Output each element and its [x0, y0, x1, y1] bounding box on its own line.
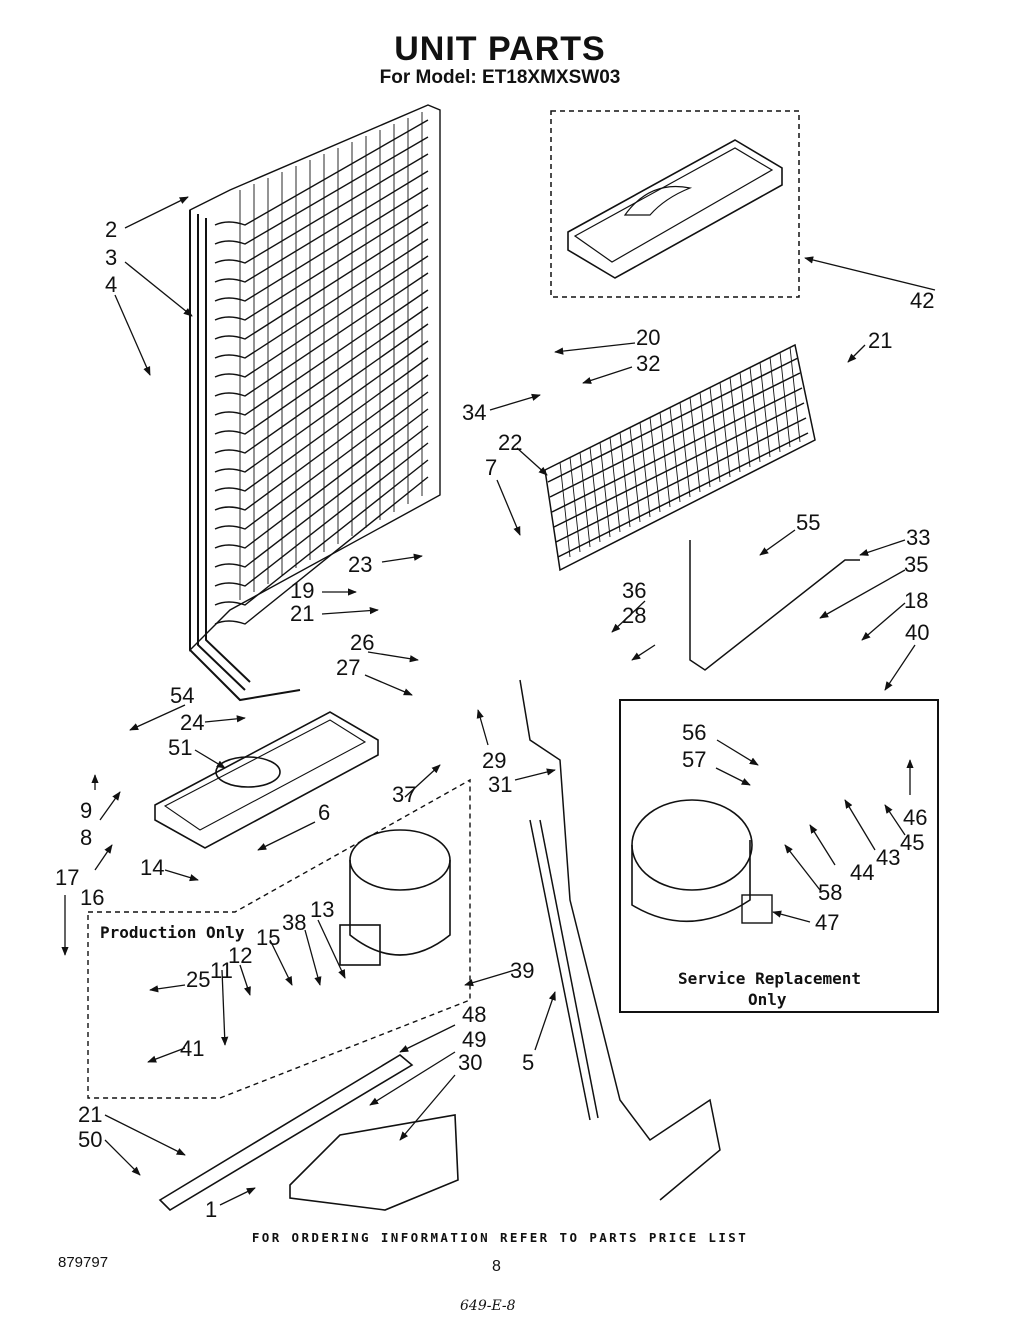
- callout-18: 18: [904, 588, 928, 613]
- callout-20: 20: [636, 325, 660, 350]
- callout-21: 21: [868, 328, 892, 353]
- callout-3: 3: [105, 245, 117, 270]
- callout-16: 16: [80, 885, 104, 910]
- drain-pan: [154, 711, 379, 849]
- handwritten-note: 649-E-8: [460, 1298, 516, 1314]
- callout-23: 23: [348, 552, 372, 577]
- callout-50: 50: [78, 1127, 102, 1152]
- callout-28: 28: [622, 603, 646, 628]
- base-bracket: [158, 1054, 459, 1212]
- callout-13: 13: [310, 897, 334, 922]
- callout-56: 56: [682, 720, 706, 745]
- callout-14: 14: [140, 855, 164, 880]
- callout-47: 47: [815, 910, 839, 935]
- callout-26: 26: [350, 630, 374, 655]
- callout-54: 54: [170, 683, 194, 708]
- callout-2: 2: [105, 217, 117, 242]
- callout-55: 55: [796, 510, 820, 535]
- callout-27: 27: [336, 655, 360, 680]
- callout-35: 35: [904, 552, 928, 577]
- callout-44: 44: [850, 860, 874, 885]
- callout-34: 34: [462, 400, 486, 425]
- service-only-label: Only: [748, 990, 787, 1009]
- callout-1: 1: [205, 1197, 217, 1222]
- callout-58: 58: [818, 880, 842, 905]
- callout-9: 9: [80, 798, 92, 823]
- callout-22: 22: [498, 430, 522, 455]
- callout-19: 19: [290, 578, 314, 603]
- tubing: [519, 540, 860, 1201]
- callout-21: 21: [78, 1102, 102, 1127]
- callout-48: 48: [462, 1002, 486, 1027]
- callout-42: 42: [910, 288, 934, 313]
- tray-box: [550, 110, 800, 298]
- callout-21: 21: [290, 601, 314, 626]
- callout-43: 43: [876, 845, 900, 870]
- callout-12: 12: [228, 943, 252, 968]
- callout-33: 33: [906, 525, 930, 550]
- callout-39: 39: [510, 958, 534, 983]
- production-only-label: Production Only: [100, 923, 245, 942]
- callout-31: 31: [488, 772, 512, 797]
- callout-11: 11: [210, 958, 233, 983]
- callout-numbers: 2344220322134227553335184023192136282627…: [55, 217, 934, 1222]
- callout-30: 30: [458, 1050, 482, 1075]
- callout-29: 29: [482, 748, 506, 773]
- callout-37: 37: [392, 782, 416, 807]
- callout-45: 45: [900, 830, 924, 855]
- compressor-production: [339, 829, 451, 966]
- callout-36: 36: [622, 578, 646, 603]
- service-replacement-label: Service Replacement: [678, 969, 861, 988]
- callout-15: 15: [256, 925, 280, 950]
- callout-57: 57: [682, 747, 706, 772]
- callout-6: 6: [318, 800, 330, 825]
- ordering-note: FOR ORDERING INFORMATION REFER TO PARTS …: [251, 1230, 749, 1245]
- evaporator-coil: [544, 343, 816, 572]
- leader-arrows: [61, 196, 936, 1206]
- callout-8: 8: [80, 825, 92, 850]
- callout-32: 32: [636, 351, 660, 376]
- callout-25: 25: [186, 967, 210, 992]
- document-number: 879797: [58, 1254, 109, 1271]
- condenser-coil: [189, 104, 441, 702]
- callout-38: 38: [282, 910, 306, 935]
- callout-5: 5: [522, 1050, 534, 1075]
- callout-51: 51: [168, 735, 192, 760]
- callout-41: 41: [180, 1036, 204, 1061]
- service-box: [619, 699, 939, 1013]
- callout-46: 46: [903, 805, 927, 830]
- callout-4: 4: [105, 272, 117, 297]
- model-subtitle: For Model: ET18XMXSW03: [379, 67, 621, 88]
- callout-40: 40: [905, 620, 929, 645]
- page-number: 8: [492, 1258, 501, 1275]
- production-box: [87, 778, 471, 1099]
- callout-49: 49: [462, 1027, 486, 1052]
- page-title: UNIT PARTS: [394, 30, 606, 68]
- callout-7: 7: [485, 455, 497, 480]
- callout-24: 24: [180, 710, 204, 735]
- callout-17: 17: [55, 865, 79, 890]
